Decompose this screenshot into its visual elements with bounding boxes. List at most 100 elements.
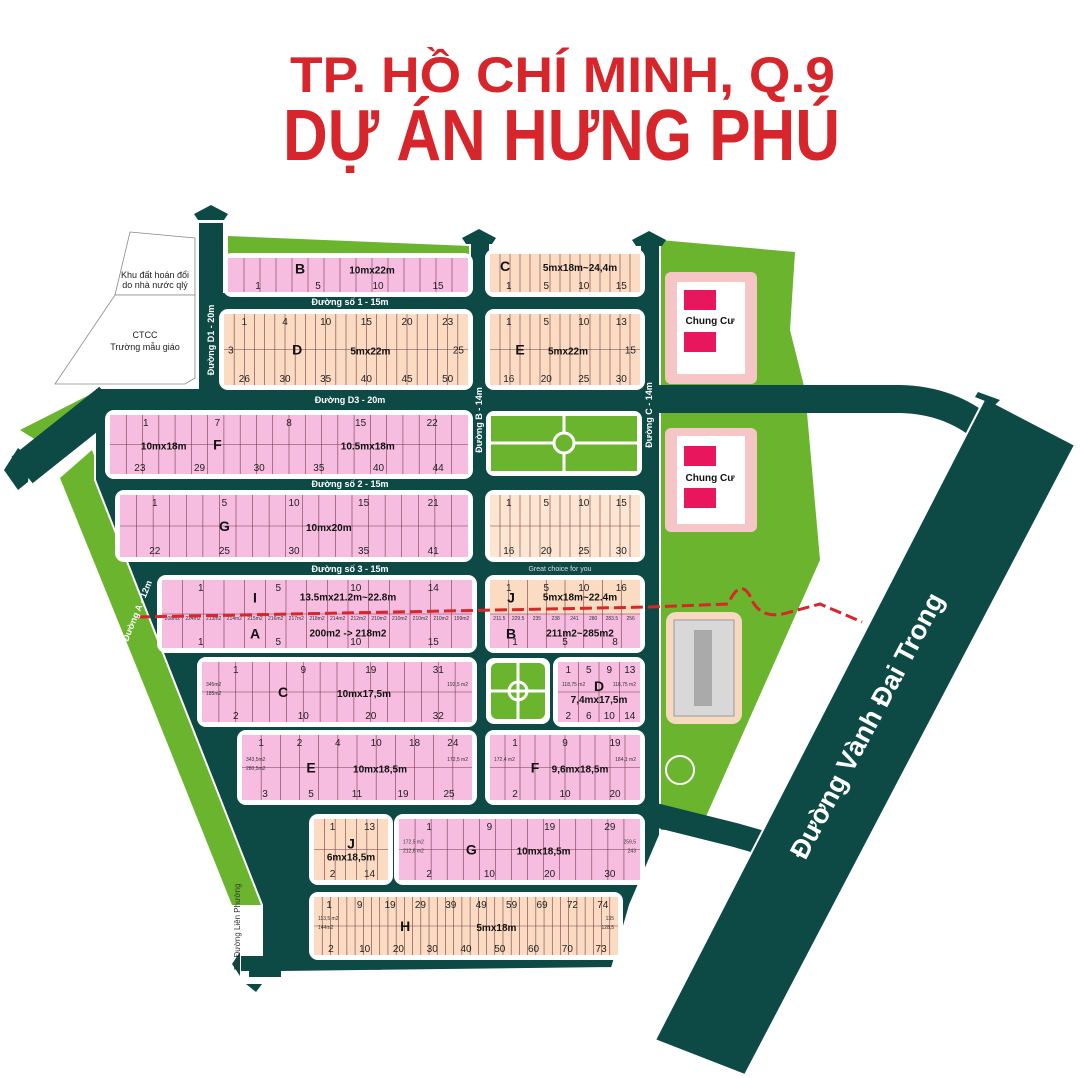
lot-area-value: 199m2 xyxy=(454,616,470,622)
lot-size: 7,4mx17,5m xyxy=(571,695,628,706)
lot-number: 1 xyxy=(242,317,248,328)
lot-number: 19 xyxy=(544,822,556,833)
lot-size: 10mx22m xyxy=(349,265,395,276)
lot-number: 40 xyxy=(373,463,385,474)
lot-number: 10 xyxy=(350,583,362,594)
lot-number: 1 xyxy=(512,637,518,648)
lot-number: 4 xyxy=(282,317,288,328)
block-label: D xyxy=(594,678,604,694)
apartment-label: Chung Cư xyxy=(686,316,736,327)
lot-number: 40 xyxy=(361,374,373,385)
lot-number: 30 xyxy=(254,463,266,474)
lot-area-value: 229.5 xyxy=(512,616,525,622)
lot-number: 25 xyxy=(219,546,231,557)
lot-area-value: 256 xyxy=(626,616,635,622)
lot-number: 10 xyxy=(484,869,496,880)
watermark-tagline: Great choice for you xyxy=(528,566,591,573)
lot-size: 200m2 -> 218m2 xyxy=(309,628,386,639)
lot-area-value: 135 xyxy=(606,916,615,922)
lot-area-value: 216m2 xyxy=(268,616,284,622)
lot-number: 5 xyxy=(543,281,549,292)
lot-size: 10mx20m xyxy=(306,523,352,534)
lot-number: 35 xyxy=(358,546,370,557)
lot-number: 21 xyxy=(428,498,440,509)
block-label: G xyxy=(466,842,477,858)
lot-number: 30 xyxy=(427,944,439,955)
lot-number: 20 xyxy=(401,317,413,328)
lot-number: 70 xyxy=(562,944,574,955)
lot-number: 20 xyxy=(544,869,556,880)
lot-size: 10.5mx18m xyxy=(341,442,395,453)
lot-size: 13.5mx21.2m~22.8m xyxy=(300,592,397,603)
lot-number: 2 xyxy=(328,944,334,955)
lot-number: 10 xyxy=(320,317,332,328)
lot-number: 59 xyxy=(506,900,518,911)
exchange-land-label: Khu đất hoán đổi xyxy=(121,270,189,280)
lot-number: 3 xyxy=(262,789,268,800)
park-north xyxy=(486,411,642,476)
lot-number: 1 xyxy=(198,637,204,648)
block-label: H xyxy=(400,918,410,934)
lot-number: 5 xyxy=(586,665,592,676)
lot-number: 1 xyxy=(426,822,432,833)
lot-number: 2 xyxy=(426,869,432,880)
lot-area-value: 212m2 xyxy=(351,616,367,622)
block-label: C xyxy=(500,258,510,274)
lot-number: 16 xyxy=(503,546,515,557)
lot-number: 5 xyxy=(315,281,321,292)
lot-area-value: 345m2 xyxy=(206,682,222,688)
lot-number: 30 xyxy=(616,546,628,557)
lot-number: 23 xyxy=(442,317,454,328)
lot-number: 22 xyxy=(149,546,161,557)
lot-area-value: 238 xyxy=(551,616,560,622)
lot-number: 1 xyxy=(512,738,518,749)
lot-number: 2 xyxy=(233,711,239,722)
lot-number: 44 xyxy=(433,463,445,474)
lot-number: 35 xyxy=(313,463,325,474)
block-label: B xyxy=(506,625,516,641)
lot-area-value: 235 xyxy=(533,616,542,622)
arrow-icon xyxy=(462,229,496,244)
lot-number: 9 xyxy=(357,900,363,911)
lot-number: 10 xyxy=(372,281,384,292)
lot-number: 1 xyxy=(506,498,512,509)
lot-number: 11 xyxy=(352,789,363,800)
lot-number: 5 xyxy=(308,789,314,800)
lot-number: 41 xyxy=(428,546,440,557)
lot-size: 5mx18m~24,4m xyxy=(543,263,617,274)
lot-area-value: 172,4 m2 xyxy=(494,757,515,763)
lot-number: 2 xyxy=(330,869,336,880)
lot-number: 1 xyxy=(152,498,158,509)
lot-number: 2 xyxy=(297,738,303,749)
arrow-icon xyxy=(246,984,262,992)
kindergarten-label: CTCC xyxy=(133,330,158,340)
lot-number: 5 xyxy=(543,583,549,594)
lot-number: 1 xyxy=(565,665,571,676)
arrow-icon xyxy=(232,952,240,976)
road-label-lien-phuong: Ra Đường Liên Phường xyxy=(233,883,242,970)
lot-area-value: 217m2 xyxy=(289,616,305,622)
road-label-c: Đường C - 14m xyxy=(644,382,654,447)
lot-number: 10 xyxy=(298,711,310,722)
lot-area xyxy=(490,254,640,292)
lot-number: 49 xyxy=(476,900,488,911)
lot-number: 32 xyxy=(433,711,445,722)
lot-number: 19 xyxy=(397,789,409,800)
kindergarten-area: CTCC Trường mẫu giáo xyxy=(54,294,196,385)
lot-area-value: 192,5 m2 xyxy=(447,682,468,688)
